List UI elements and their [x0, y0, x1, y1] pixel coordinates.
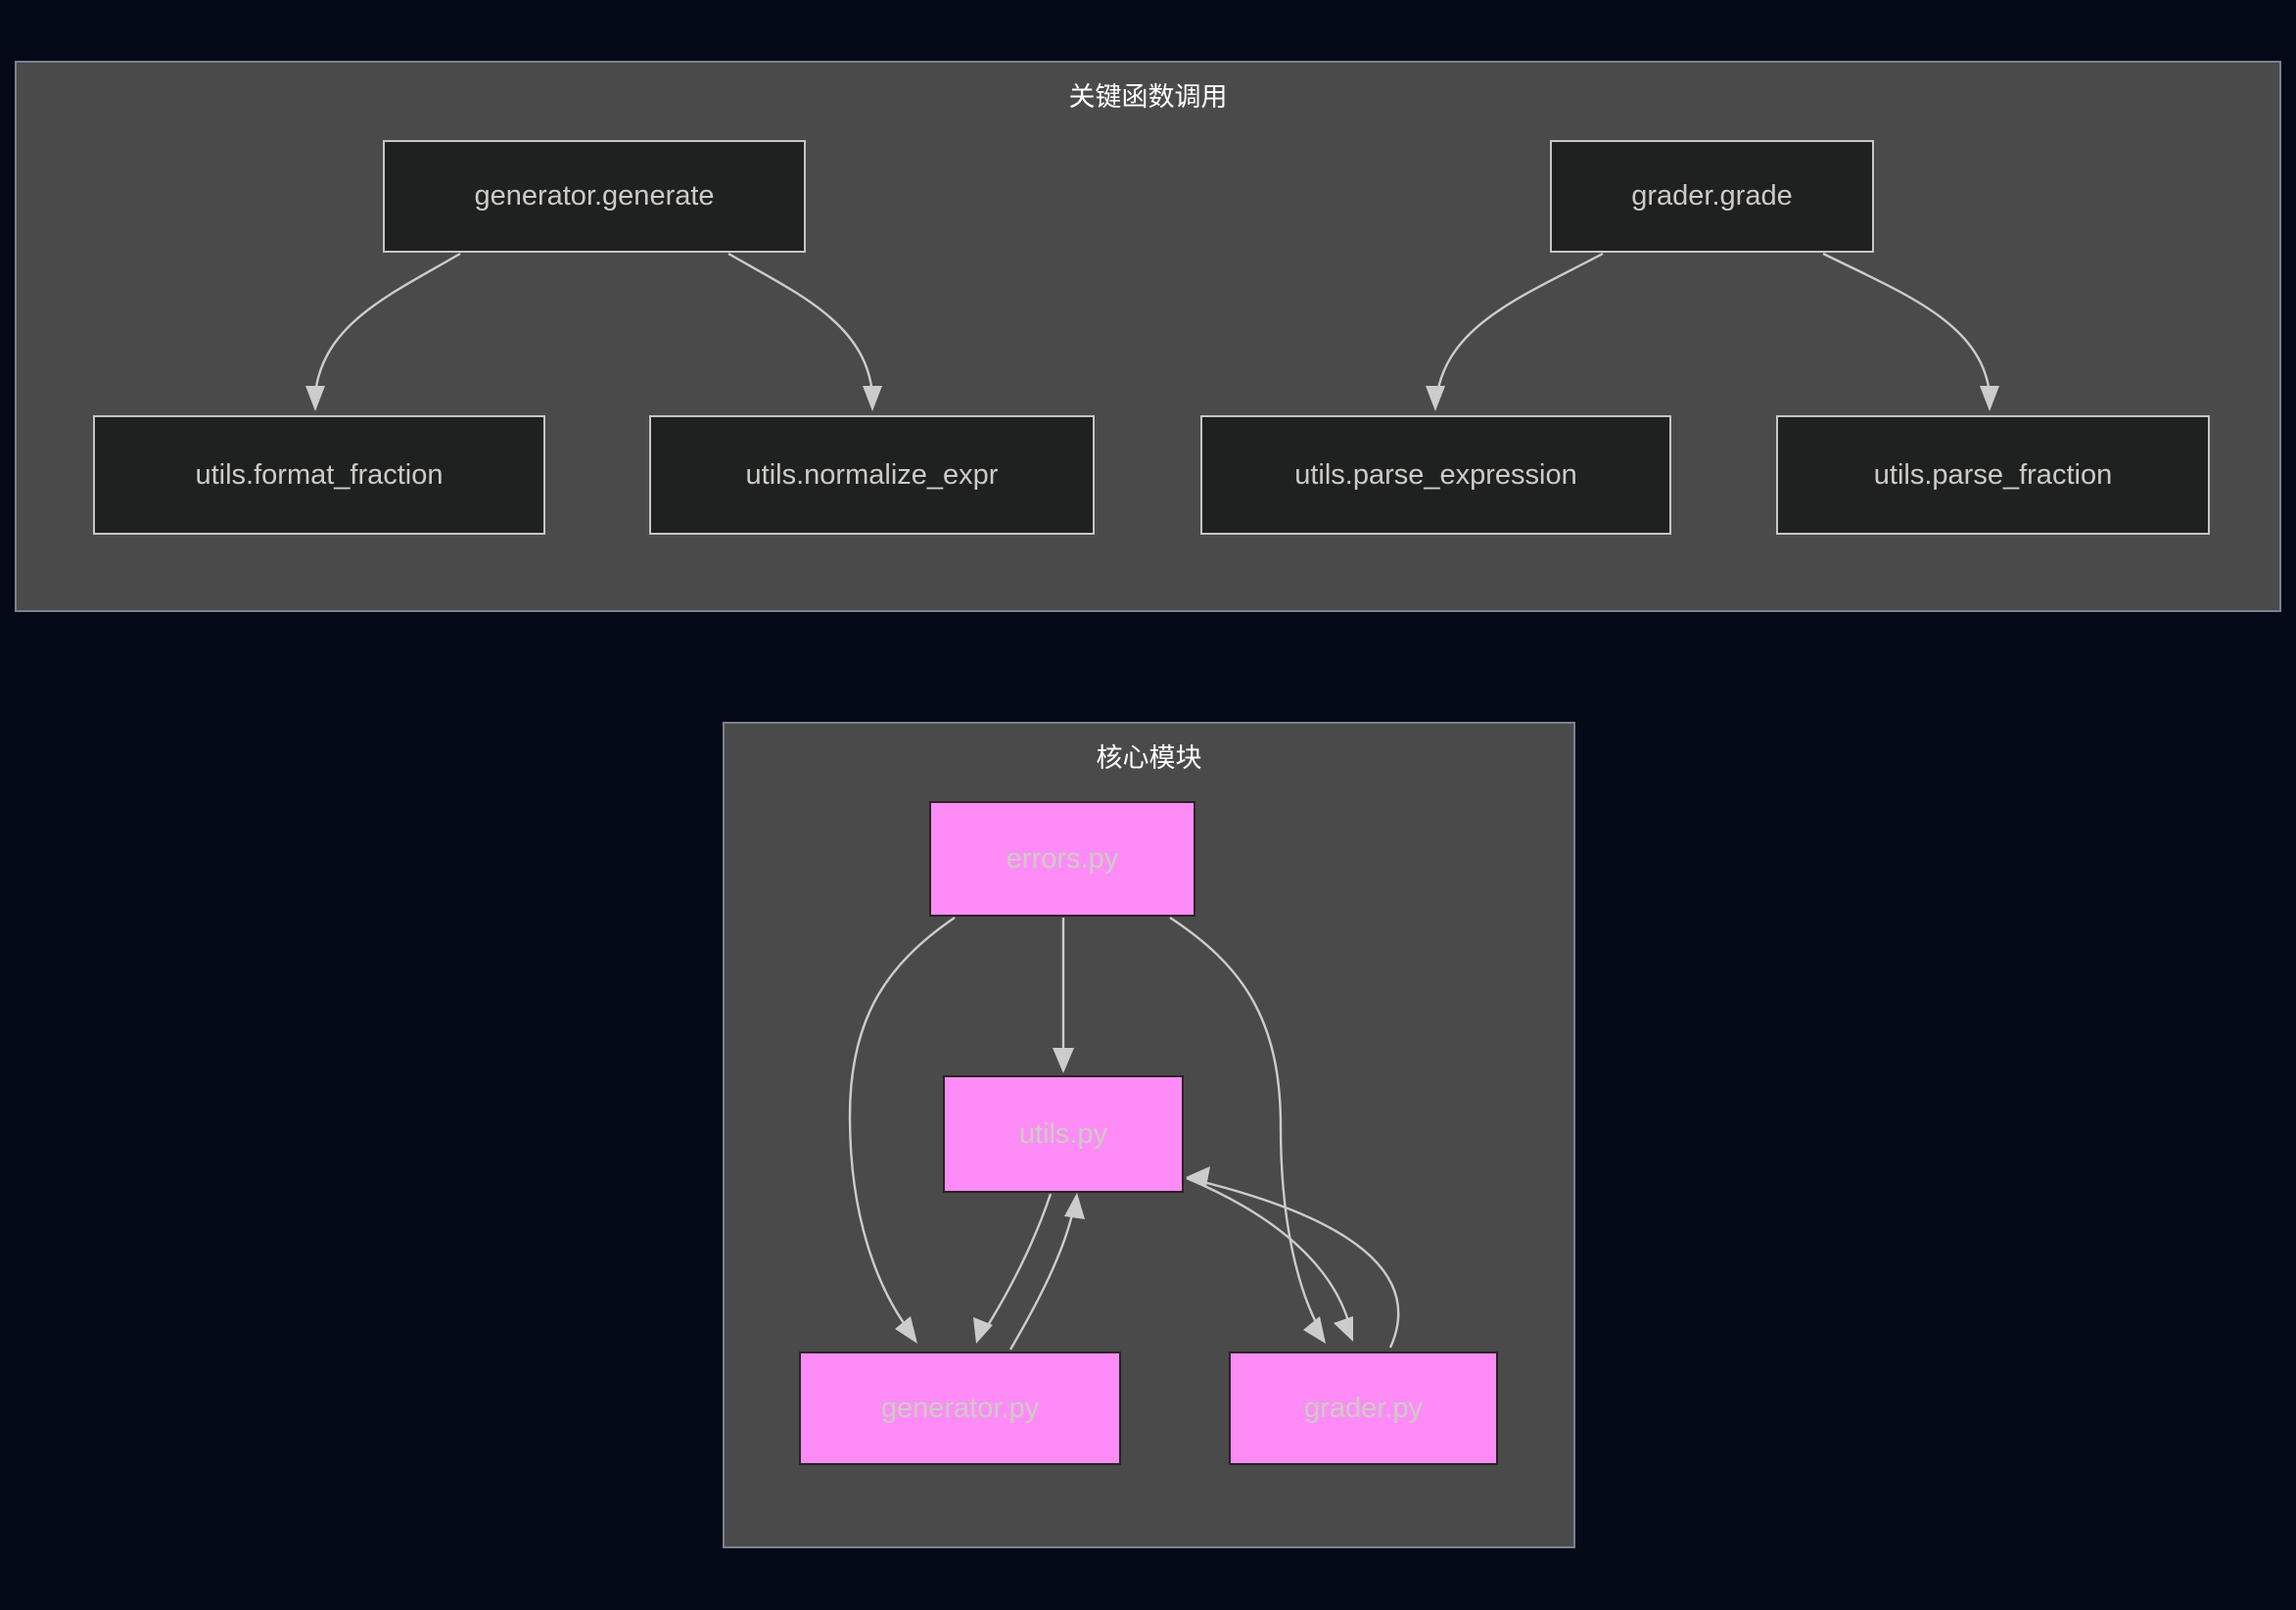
node-label: utils.py [1018, 1117, 1108, 1150]
node-label: generator.generate [474, 180, 715, 212]
node-label: utils.normalize_expr [745, 458, 999, 491]
node-utils-parse-expression[interactable]: utils.parse_expression [1200, 415, 1671, 535]
node-utils-parse-fraction[interactable]: utils.parse_fraction [1776, 415, 2210, 535]
node-label: grader.grade [1631, 180, 1793, 212]
node-label: grader.py [1304, 1392, 1423, 1424]
cluster-title-core-modules: 核心模块 [1096, 743, 1202, 773]
node-grader-py[interactable]: grader.py [1229, 1351, 1498, 1465]
node-generator-generate[interactable]: generator.generate [383, 140, 806, 253]
node-label: utils.format_fraction [195, 458, 444, 491]
node-label: errors.py [1006, 842, 1119, 875]
node-errors-py[interactable]: errors.py [929, 801, 1195, 917]
node-label: generator.py [880, 1392, 1040, 1424]
node-generator-py[interactable]: generator.py [799, 1351, 1121, 1465]
node-grader-grade[interactable]: grader.grade [1550, 140, 1874, 253]
node-utils-py[interactable]: utils.py [943, 1075, 1184, 1193]
node-utils-normalize-expr[interactable]: utils.normalize_expr [649, 415, 1095, 535]
node-label: utils.parse_fraction [1873, 458, 2113, 491]
cluster-title-key-function-calls: 关键函数调用 [1068, 82, 1228, 112]
node-utils-format-fraction[interactable]: utils.format_fraction [93, 415, 545, 535]
node-label: utils.parse_expression [1294, 458, 1577, 491]
